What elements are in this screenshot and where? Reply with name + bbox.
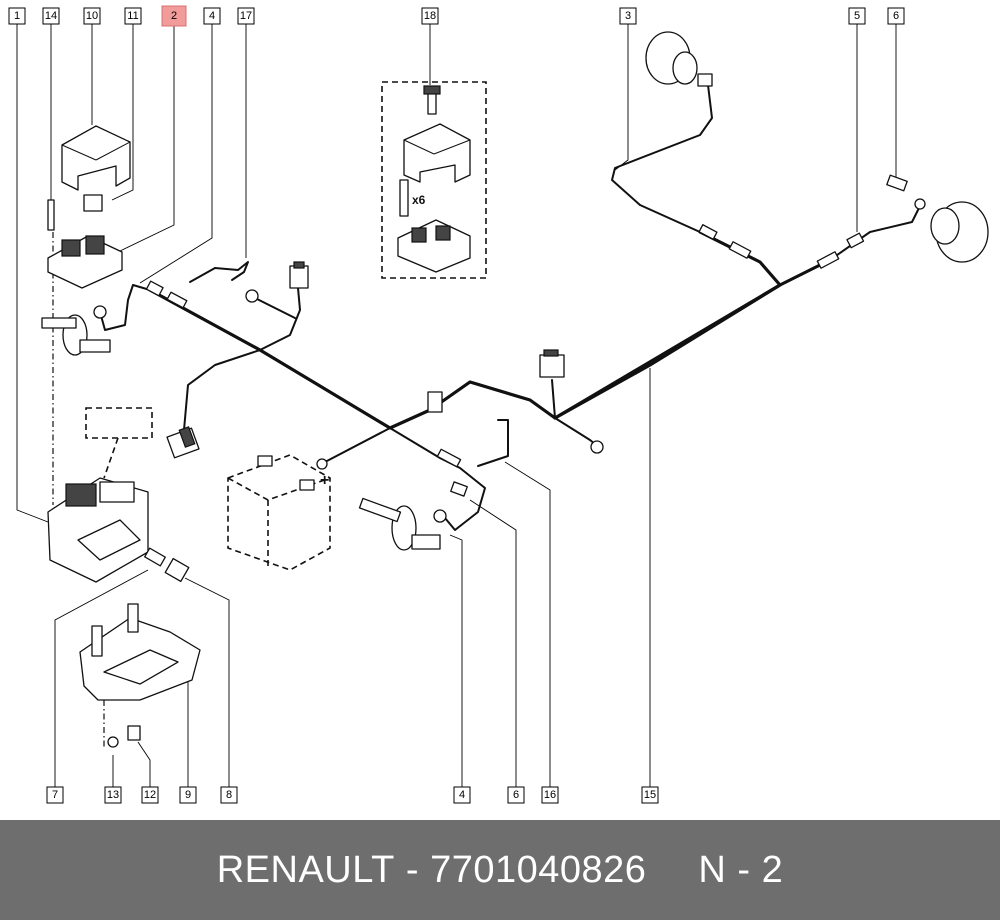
svg-text:17: 17	[240, 10, 252, 22]
callout-4-bottom: 4	[453, 786, 471, 804]
front-right-wheel-sensor	[645, 31, 713, 87]
callout-9: 9	[179, 786, 197, 804]
relay-box	[47, 199, 123, 289]
callout-12: 12	[141, 786, 159, 804]
diagram-position: N - 2	[698, 848, 784, 891]
svg-text:14: 14	[45, 10, 57, 22]
exploded-wiring-diagram: + x6	[8, 5, 989, 804]
relay-cover	[61, 125, 131, 212]
battery	[227, 454, 331, 571]
abs-module	[47, 407, 153, 583]
callout-17: 17	[237, 7, 255, 25]
svg-text:6: 6	[513, 789, 519, 801]
harness-bracket-16	[477, 419, 509, 467]
mounting-bracket	[79, 547, 201, 748]
svg-text:1: 1	[14, 10, 20, 22]
svg-text:18: 18	[424, 10, 436, 22]
harness-bracket-17	[189, 261, 249, 283]
kit-box	[381, 81, 487, 279]
callout-18: 18	[421, 7, 439, 25]
brand-name: RENAULT	[216, 848, 395, 891]
svg-text:5: 5	[854, 10, 860, 22]
front-left-wheel-sensor	[41, 305, 111, 356]
svg-text:11: 11	[127, 10, 138, 22]
svg-text:13: 13	[107, 789, 119, 801]
kit-multiplier: x6	[412, 193, 426, 207]
callout-7: 7	[46, 786, 64, 804]
svg-text:7: 7	[52, 789, 58, 801]
svg-text:2: 2	[171, 10, 177, 22]
rear-right-wheel-hub	[886, 174, 989, 263]
callout-13: 13	[104, 786, 122, 804]
callout-16: 16	[541, 786, 559, 804]
callout-labels: 1 14 10 11 2 4 17 18 3 5 6 7 13 12 9 8 4…	[8, 5, 905, 804]
svg-text:9: 9	[185, 789, 191, 801]
svg-text:+: +	[320, 472, 329, 489]
svg-text:16: 16	[544, 789, 556, 801]
rear-left-wheel-hub	[358, 481, 468, 551]
svg-text:15: 15	[644, 789, 656, 801]
harness-connectors	[145, 224, 865, 468]
svg-text:3: 3	[625, 10, 631, 22]
part-number: 7701040826	[430, 848, 647, 891]
callout-2-highlighted: 2	[161, 5, 187, 27]
part-footer: RENAULT - 7701040826 N - 2	[0, 820, 1000, 920]
svg-text:12: 12	[144, 789, 156, 801]
callout-15: 15	[641, 786, 659, 804]
wiring-harness	[99, 84, 921, 531]
svg-text:x6: x6	[412, 193, 426, 207]
callout-14: 14	[42, 7, 60, 25]
callout-1: 1	[8, 7, 26, 25]
svg-text:10: 10	[86, 10, 98, 22]
svg-text:4: 4	[209, 10, 215, 22]
callout-6-top: 6	[887, 7, 905, 25]
leader-lines	[16, 24, 897, 787]
callout-6-bottom: 6	[507, 786, 525, 804]
callout-3: 3	[619, 7, 637, 25]
callout-4-top: 4	[203, 7, 221, 25]
callout-8: 8	[220, 786, 238, 804]
footer-separator: -	[405, 848, 419, 891]
callout-5: 5	[848, 7, 866, 25]
battery-positive-label: +	[320, 472, 329, 489]
svg-text:6: 6	[893, 10, 899, 22]
svg-text:4: 4	[459, 789, 465, 801]
callout-10: 10	[83, 7, 101, 25]
svg-text:8: 8	[226, 789, 232, 801]
callout-11: 11	[124, 7, 142, 25]
